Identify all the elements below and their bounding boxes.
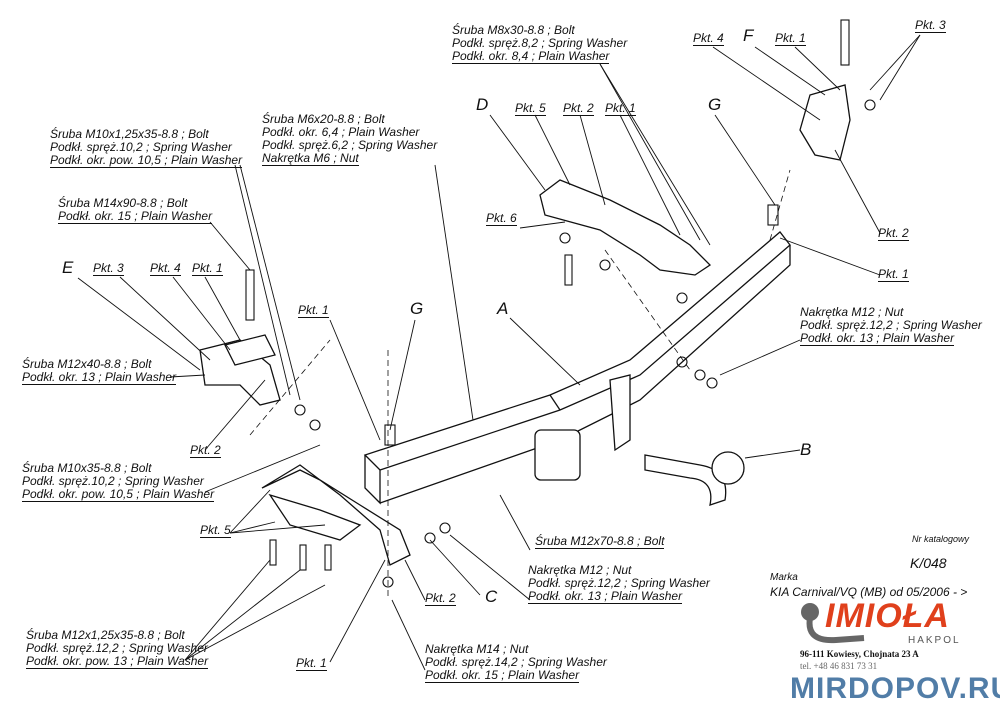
label-line: Śruba M12x1,25x35-8.8 ; Bolt xyxy=(26,628,185,642)
pkt-6: Pkt. 6 xyxy=(486,211,517,226)
bottom-bracket xyxy=(261,464,411,566)
label-line: Podkł. okr. 15 ; Plain Washer xyxy=(58,209,213,224)
pkt-1-center: Pkt. 1 xyxy=(298,303,329,318)
label-line: Podkł. spręż.6,2 ; Spring Washer xyxy=(262,138,438,152)
label-line: Śruba M10x1,25x35-8.8 ; Bolt xyxy=(50,127,209,141)
bolts xyxy=(245,19,876,588)
label-line: Podkł. okr. 8,4 ; Plain Washer xyxy=(452,49,610,64)
label-line: Śruba M12x70-8.8 ; Bolt xyxy=(535,534,665,549)
pkt-3-left: Pkt. 3 xyxy=(93,261,124,276)
left-bracket xyxy=(199,334,281,406)
dashed-axes xyxy=(249,169,791,600)
label-line: Podkł. spręż.8,2 ; Spring Washer xyxy=(452,36,628,50)
label-line: Podkł. spręż.12,2 ; Spring Washer xyxy=(26,641,208,655)
main-beam xyxy=(363,231,791,505)
watermark: MIRDOPOV.RU xyxy=(790,672,1000,705)
pkt-1-right: Pkt. 1 xyxy=(878,267,909,282)
brand-label: Marka xyxy=(770,572,798,583)
letter-a: A xyxy=(497,299,509,318)
pkt-1-top: Pkt. 1 xyxy=(605,101,636,116)
label-line: Podkł. okr. 13 ; Plain Washer xyxy=(800,331,955,346)
pkt-4-left: Pkt. 4 xyxy=(150,261,181,276)
label-line: Podkł. okr. 13 ; Plain Washer xyxy=(22,370,177,385)
brand-address: 96-111 Kowiesy, Chojnata 23 A xyxy=(800,649,919,659)
label-line: Śruba M6x20-8.8 ; Bolt xyxy=(262,112,385,126)
label-m12x70-bolt: Śruba M12x70-8.8 ; Bolt xyxy=(535,534,665,549)
pkt-4-right: Pkt. 4 xyxy=(693,31,724,46)
label-line: Nakrętka M6 ; Nut xyxy=(262,151,359,166)
pkt-2-left: Pkt. 2 xyxy=(190,443,221,458)
right-bracket-f xyxy=(799,84,851,161)
letter-e: E xyxy=(62,258,74,277)
letter-c: C xyxy=(485,587,498,606)
label-line: Nakrętka M12 ; Nut xyxy=(800,305,904,319)
pkt-2-top: Pkt. 2 xyxy=(563,101,594,116)
catalog-number: K/048 xyxy=(910,555,947,571)
pkt-5-top: Pkt. 5 xyxy=(515,101,546,116)
letter-b: B xyxy=(800,440,812,459)
letter-g-left: G xyxy=(410,299,424,318)
label-line: Śruba M10x35-8.8 ; Bolt xyxy=(22,461,152,475)
label-line: Podkł. okr. 15 ; Plain Washer xyxy=(425,668,580,683)
label-line: Nakrętka M14 ; Nut xyxy=(425,642,529,656)
label-line: Nakrętka M12 ; Nut xyxy=(528,563,632,577)
brand-phone: tel. +48 46 831 73 31 xyxy=(800,661,878,671)
ball-neck xyxy=(534,374,745,506)
label-line: Podkł. spręż.14,2 ; Spring Washer xyxy=(425,655,607,669)
letter-f: F xyxy=(743,26,754,45)
leader-lines xyxy=(77,34,921,671)
label-line: Śruba M12x40-8.8 ; Bolt xyxy=(22,357,152,371)
pkt-1-left: Pkt. 1 xyxy=(192,261,223,276)
pkt-3-right: Pkt. 3 xyxy=(915,18,946,33)
brand-sub: HAKPOL xyxy=(908,635,961,646)
logo-hook-icon xyxy=(801,603,865,644)
letter-g-right: G xyxy=(708,95,722,114)
brand-logo: IMIOŁA xyxy=(825,597,950,635)
pkt-2-bottom: Pkt. 2 xyxy=(425,591,456,606)
label-line: Podkł. okr. 13 ; Plain Washer xyxy=(528,589,683,604)
label-line: Podkł. spręż.10,2 ; Spring Washer xyxy=(22,474,204,488)
vehicle-model: KIA Carnival/VQ (MB) od 05/2006 - > xyxy=(770,585,968,599)
label-line: Podkł. okr. 6,4 ; Plain Washer xyxy=(262,125,420,139)
pkt-5-bottom: Pkt. 5 xyxy=(200,523,231,538)
label-line: Podkł. spręż.12,2 ; Spring Washer xyxy=(528,576,710,590)
label-line: Podkł. spręż.12,2 ; Spring Washer xyxy=(800,318,982,332)
label-line: Podkł. okr. pow. 13 ; Plain Washer xyxy=(26,654,209,669)
label-line: Śruba M8x30-8.8 ; Bolt xyxy=(452,23,575,37)
label-line: Podkł. okr. pow. 10,5 ; Plain Washer xyxy=(50,153,243,168)
pkt-1-bottom: Pkt. 1 xyxy=(296,656,327,671)
label-line: Śruba M14x90-8.8 ; Bolt xyxy=(58,196,188,210)
letter-d: D xyxy=(476,95,489,114)
label-line: Podkł. okr. pow. 10,5 ; Plain Washer xyxy=(22,487,215,502)
catalog-number-label: Nr katalogowy xyxy=(912,534,970,544)
right-bracket-d xyxy=(539,179,712,276)
pkt-2-right: Pkt. 2 xyxy=(878,226,909,241)
label-line: Podkł. spręż.10,2 ; Spring Washer xyxy=(50,140,232,154)
pkt-1-right-top: Pkt. 1 xyxy=(775,31,806,46)
